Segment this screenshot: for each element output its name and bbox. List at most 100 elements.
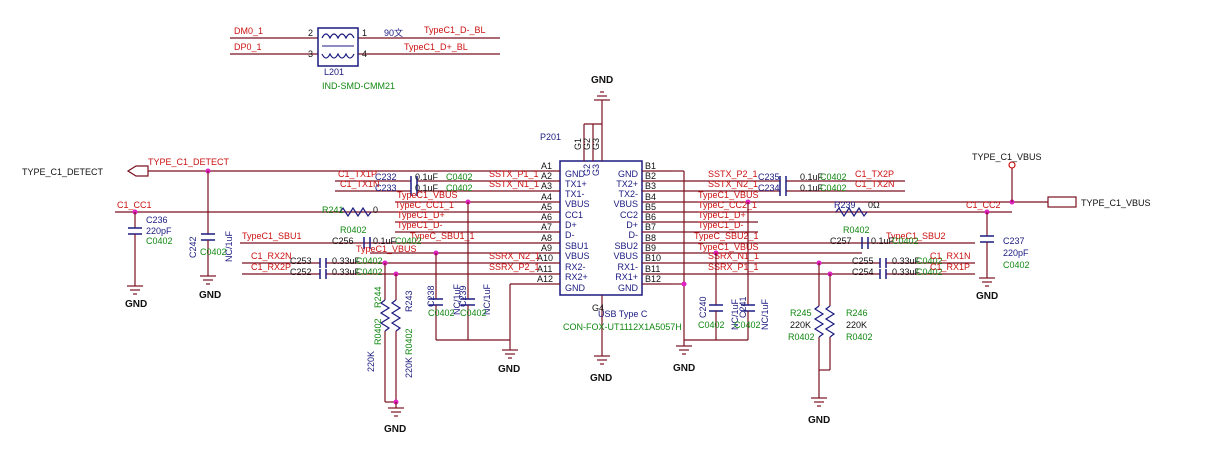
c252-pkg: C0402 xyxy=(356,267,383,277)
c236-pkg: C0402 xyxy=(146,236,173,246)
c239-pkg: C0402 xyxy=(460,308,487,318)
c240-value: NC/1uF xyxy=(730,298,740,330)
c252-ref: C252 xyxy=(290,267,312,277)
net-label-c1-tx1p: C1_TX1P xyxy=(338,169,377,179)
net-label-c1-tx1n: C1_TX1N xyxy=(340,179,380,189)
net-label-a6: TypeC1_D+ xyxy=(397,210,445,220)
net-label-a2: SSTX_P1_1 xyxy=(489,169,539,179)
pin-a3: A3 xyxy=(541,181,552,191)
gnd-symbol-c237 xyxy=(979,277,995,287)
pin-a12: A12 xyxy=(537,274,553,284)
connector-p201: P201 G1 G2 G3 G2 G3 GND G4 GND USB Type … xyxy=(530,75,682,384)
r241-ref: R241 xyxy=(322,205,344,215)
detect-port xyxy=(126,165,149,177)
c242-ref: C242 xyxy=(188,236,198,258)
c254-pkg: C0402 xyxy=(916,267,943,277)
junction-b12 xyxy=(681,281,687,287)
port-label-detect: TYPE_C1_DETECT xyxy=(22,167,104,177)
c233-value: 0.1uF xyxy=(415,183,439,193)
c233-pkg: C0402 xyxy=(446,183,473,193)
r241-pkg: R0402 xyxy=(340,225,367,235)
c253-value: 0.33uF xyxy=(332,256,361,266)
gnd-symbol-rx1 xyxy=(811,397,827,407)
pinname-b2: TX2+ xyxy=(616,179,638,189)
choke-coil-bottom xyxy=(321,52,355,59)
pin-b12: B12 xyxy=(645,274,661,284)
c232-pkg: C0402 xyxy=(446,172,473,182)
net-label-dm0: DM0_1 xyxy=(234,26,263,36)
pinname-b1: GND xyxy=(618,169,639,179)
connector-part: CON-FOX-UT1112X1A5057H xyxy=(563,322,682,332)
c240-pkg: C0402 xyxy=(698,320,725,330)
pin-a8: A8 xyxy=(541,233,552,243)
c254-value: 0.33uF xyxy=(892,267,921,277)
c232-ref: C232 xyxy=(375,172,397,182)
c237-ref: C237 xyxy=(1003,236,1025,246)
r239-pkg: R0402 xyxy=(843,225,870,235)
c254-ref: C254 xyxy=(852,267,874,277)
left-pin-stubs xyxy=(530,170,560,285)
pin-b10: B10 xyxy=(645,253,661,263)
pinname-b4: VBUS xyxy=(613,199,638,209)
pin-g2: G2 xyxy=(582,138,592,150)
pinname-g3: G3 xyxy=(591,164,601,176)
pinname-b11: RX1+ xyxy=(615,272,638,282)
net-label-b3: SSTX_N2_1 xyxy=(708,179,758,189)
r245-pkg: R0402 xyxy=(788,332,815,342)
r245-body xyxy=(813,305,825,338)
r241-body xyxy=(339,206,372,218)
net-label-b7: TypeC1_D- xyxy=(698,220,744,230)
net-label-b10: SSRX_N1_1 xyxy=(708,251,759,261)
net-label-c1-rx2p: C1_RX2P xyxy=(251,262,291,272)
net-label-b2: SSTX_P2_1 xyxy=(708,169,758,179)
pinname-b5: CC2 xyxy=(620,210,638,220)
r239-body xyxy=(835,206,868,218)
r243-body xyxy=(390,299,402,332)
r244-pkg: R0402 xyxy=(373,318,383,345)
c253-pkg: C0402 xyxy=(356,256,383,266)
pinname-a12: GND xyxy=(565,283,586,293)
c252-value: 0.33uF xyxy=(332,267,361,277)
left-nets: TYPE_C1_DETECT TYPE_C1_DETECT GND C242 N… xyxy=(22,157,540,435)
net-label-sbu1: TypeC1_SBU1 xyxy=(242,231,302,241)
gnd-symbol-b1 xyxy=(676,345,692,355)
choke-pin-3: 3 xyxy=(308,49,313,59)
r244-value: 220K xyxy=(366,351,376,372)
c255-value: 0.33uF xyxy=(892,256,921,266)
choke-l201: DM0_1 DP0_1 2 1 3 4 90文 TypeC1_D-_BL Typ… xyxy=(230,25,500,91)
net-label-c1-rx1p: C1_RX1P xyxy=(930,262,970,272)
pin-b1: B1 xyxy=(645,161,656,171)
choke-note: 90文 xyxy=(384,27,403,38)
r246-pkg: R0402 xyxy=(846,332,873,342)
net-label-c1-rx2n: C1_RX2N xyxy=(251,251,292,261)
c256-pkg: C0402 xyxy=(395,236,422,246)
gnd-symbol-rx2 xyxy=(388,407,404,417)
r243-value: 220K xyxy=(404,357,414,378)
pinname-a10: RX2- xyxy=(565,262,586,272)
net-label-b11: SSRX_P1_1 xyxy=(708,262,759,272)
pinname-b12: GND xyxy=(618,283,639,293)
port-label-vbus: TYPE_C1_VBUS xyxy=(1081,198,1151,208)
c232-value: 0.1uF xyxy=(415,172,439,182)
choke-pin-2: 2 xyxy=(308,28,313,38)
net-label-b4: TypeC1_VBUS xyxy=(698,190,759,200)
c253-ref: C253 xyxy=(290,256,312,266)
pin-b5: B5 xyxy=(645,202,656,212)
c234-pkg: C0402 xyxy=(820,183,847,193)
gnd-label-top: GND xyxy=(591,75,613,86)
r245-ref: R245 xyxy=(790,308,812,318)
r241-value: 0 xyxy=(373,205,378,215)
choke-value: IND-SMD-CMM21 xyxy=(322,81,395,91)
c235-ref: C235 xyxy=(758,172,780,182)
c241-pkg: C0402 xyxy=(734,320,761,330)
net-label-sbu2: TypeC1_SBU2 xyxy=(886,231,946,241)
c255-pkg: C0402 xyxy=(916,256,943,266)
pinname-a11: RX2+ xyxy=(565,272,588,282)
pin-a11: A11 xyxy=(537,264,552,274)
choke-body xyxy=(317,27,359,67)
net-label-b6: TypeC1_D+ xyxy=(698,210,746,220)
pinname-a1: GND xyxy=(565,169,586,179)
connector-ref: P201 xyxy=(540,132,561,142)
gnd-label-a12: GND xyxy=(498,364,520,375)
pinname-a3: TX1- xyxy=(565,189,585,199)
